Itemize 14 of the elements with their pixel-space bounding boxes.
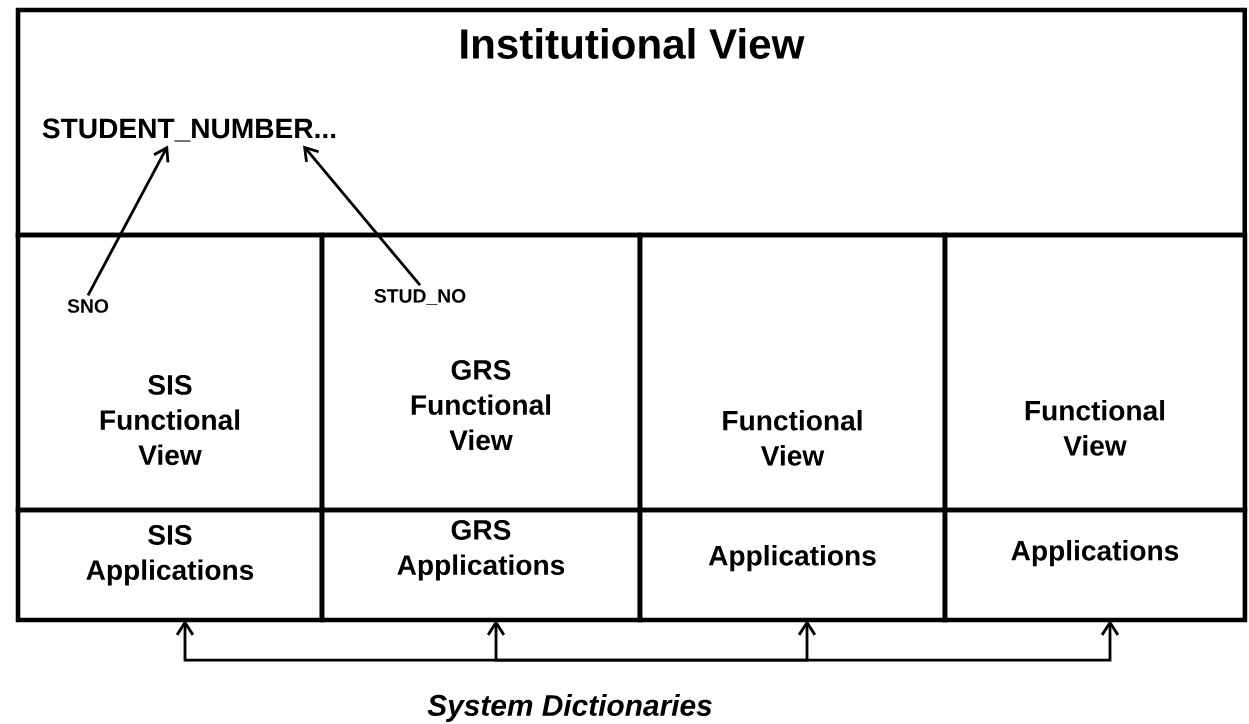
view-box: Functional View bbox=[637, 232, 948, 513]
field-name: SNO bbox=[67, 299, 109, 313]
application-box: SIS Applications bbox=[15, 507, 325, 623]
footer-label: System Dictionaries bbox=[427, 694, 712, 722]
arrow bbox=[570, 619, 1120, 662]
arrow bbox=[86, 145, 170, 296]
application-box: GRS Applications bbox=[319, 507, 643, 623]
application-box: Applications bbox=[637, 507, 948, 623]
view-box: Functional View bbox=[942, 232, 1248, 513]
field-name: STUDENT_NUMBER... bbox=[42, 118, 336, 142]
arrow bbox=[303, 145, 422, 287]
field-name: STUD_NO bbox=[374, 289, 466, 305]
arrow bbox=[486, 619, 570, 662]
application-box: Applications bbox=[942, 507, 1248, 623]
